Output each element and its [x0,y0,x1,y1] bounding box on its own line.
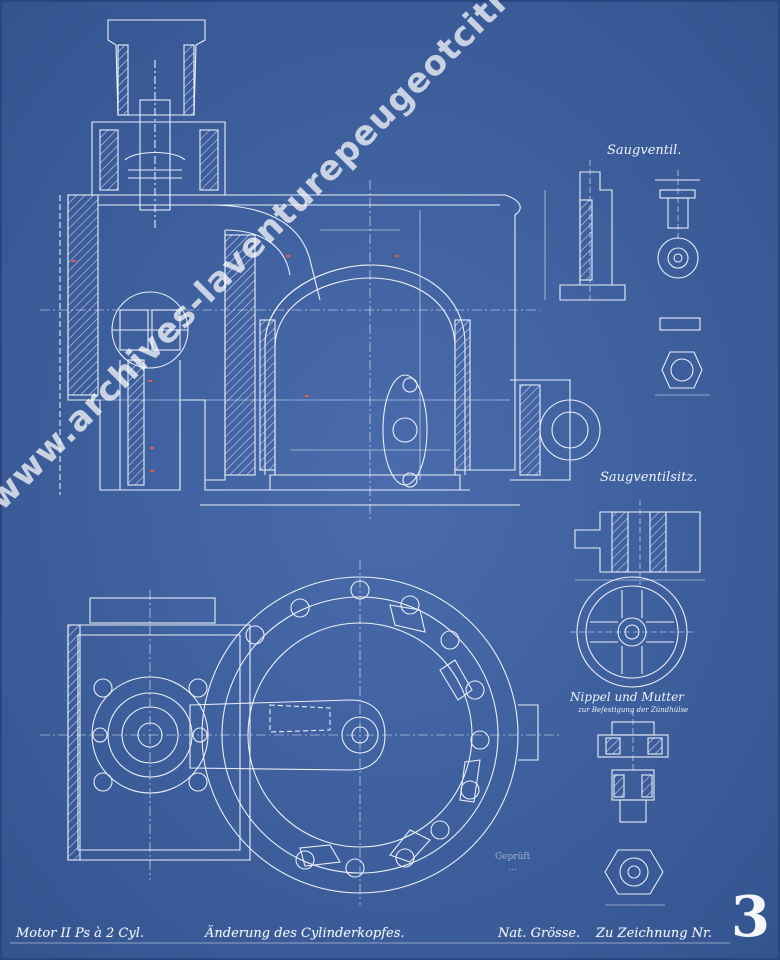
nipple-nut-label: Nippel und Mutter [570,690,684,704]
suction-valve-detail [559,160,710,396]
sheet-number: 3 [731,884,770,950]
suction-valve-label: Saugventil. [607,143,682,158]
plan-view [40,560,560,905]
approval-stamp: Geprüft ... [495,852,530,874]
stamp-line: Geprüft [495,852,531,862]
valve-seat-detail [570,500,705,688]
dimension-lines-upper [70,190,546,480]
cylinder-head-section [40,19,601,520]
nipple-nut-sub-label: zur Befestigung der Zündhülse [578,706,689,714]
nipple-nut-detail [597,710,669,906]
title-scale: Nat. Grösse. [498,926,581,941]
title-change: Änderung des Cylinderkopfes. [205,926,405,941]
title-drawing-ref: Zu Zeichnung Nr. [596,926,712,941]
stamp-line: ... [508,863,517,873]
valve-seat-label: Saugventilsitz. [600,470,698,485]
red-marks [72,255,399,472]
title-motor: Motor II Ps à 2 Cyl. [16,926,145,941]
